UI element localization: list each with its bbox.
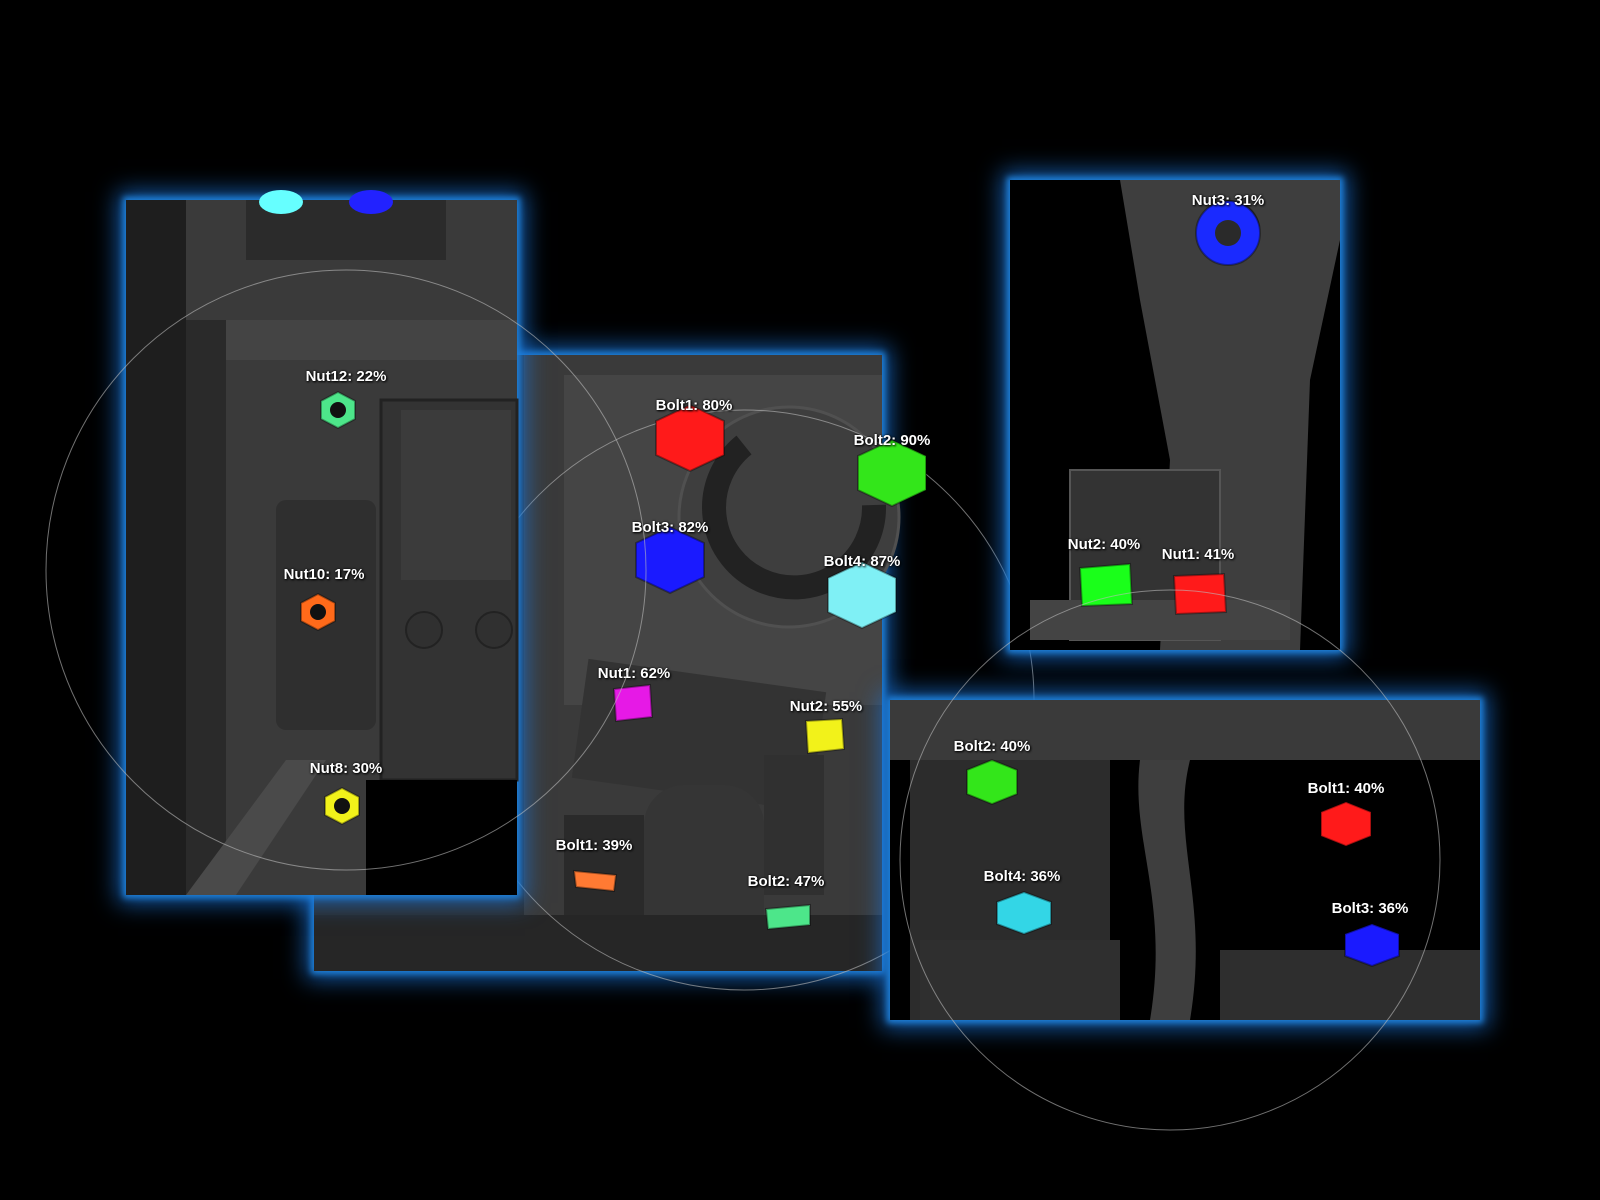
bolt-marker[interactable] <box>652 403 728 473</box>
detection-label: Bolt1: 40% <box>1307 780 1385 797</box>
bolt-marker[interactable] <box>764 903 812 931</box>
nut-marker[interactable] <box>298 592 338 632</box>
detection-label: Nut8: 30% <box>309 760 383 777</box>
bolt-marker[interactable] <box>1318 800 1374 848</box>
nut-marker[interactable] <box>318 390 358 430</box>
hex-bolt-icon <box>655 403 725 473</box>
bolt-marker[interactable] <box>994 890 1054 936</box>
hex-bolt-icon <box>827 560 897 630</box>
detection-label: Nut2: 40% <box>1067 536 1141 553</box>
nut-marker[interactable] <box>1076 562 1134 608</box>
nut-marker[interactable] <box>1192 200 1264 266</box>
detection-label: Bolt4: 87% <box>823 553 901 570</box>
top-right-scene-image <box>1010 180 1340 650</box>
hex-nut-icon <box>324 786 360 826</box>
detection-label: Bolt1: 80% <box>655 397 733 414</box>
bottom-right-scene-image <box>890 589 1480 1131</box>
detection-label: Nut2: 55% <box>789 698 863 715</box>
detection-label: Nut1: 62% <box>597 665 671 682</box>
center-camera-panel[interactable]: Bolt1: 80% Bolt2: 90% Bolt3: 82% Bolt4: … <box>314 355 1035 991</box>
detection-label: Bolt1: 39% <box>555 837 633 854</box>
bolt-marker[interactable] <box>854 438 930 508</box>
hex-nut-icon <box>320 390 356 430</box>
bottom-right-camera-panel[interactable]: Bolt2: 40% Bolt1: 40% Bolt4: 36% Bolt3: … <box>890 589 1480 1131</box>
bolt-marker[interactable] <box>824 560 900 630</box>
hex-bolt-icon <box>1320 800 1372 848</box>
detection-label: Bolt2: 40% <box>953 738 1031 755</box>
bolt-end-icon <box>572 869 618 893</box>
hex-bolt-icon <box>857 438 927 508</box>
nut-marker[interactable] <box>322 786 362 826</box>
hex-bolt-icon <box>1344 922 1400 968</box>
left-scene-image <box>45 190 647 895</box>
left-camera-panel[interactable]: Nut12: 22% Nut10: 17% Nut8: 30% <box>45 190 647 895</box>
bolt-marker[interactable] <box>1342 922 1402 968</box>
detection-label: Nut12: 22% <box>305 368 387 385</box>
nut-marker[interactable] <box>1170 572 1228 616</box>
detection-label: Bolt3: 36% <box>1331 900 1409 917</box>
bolt-marker[interactable] <box>572 867 618 893</box>
hex-nut-icon <box>300 592 336 632</box>
hex-bolt-icon <box>635 525 705 595</box>
square-nut-icon <box>804 717 846 755</box>
detection-label: Nut10: 17% <box>283 566 365 583</box>
hex-bolt-icon <box>996 890 1052 936</box>
bolt-end-icon <box>764 903 811 931</box>
top-right-camera-panel[interactable]: Nut3: 31% Nut2: 40% Nut1: 41% <box>1010 180 1340 650</box>
bolt-marker[interactable] <box>632 525 708 595</box>
square-nut-icon <box>1172 572 1228 616</box>
nut-marker[interactable] <box>802 717 846 755</box>
square-nut-icon <box>612 683 654 723</box>
hex-bolt-icon <box>966 758 1018 806</box>
detection-label: Bolt2: 47% <box>747 873 825 890</box>
round-nut-icon <box>1195 200 1261 266</box>
nut-marker[interactable] <box>610 683 654 723</box>
detection-label: Bolt3: 82% <box>631 519 709 536</box>
detection-label: Bolt4: 36% <box>983 868 1061 885</box>
detection-label: Nut3: 31% <box>1191 192 1265 209</box>
square-nut-icon <box>1078 562 1134 608</box>
detection-label: Bolt2: 90% <box>853 432 931 449</box>
detection-label: Nut1: 41% <box>1161 546 1235 563</box>
bolt-marker[interactable] <box>964 758 1020 806</box>
